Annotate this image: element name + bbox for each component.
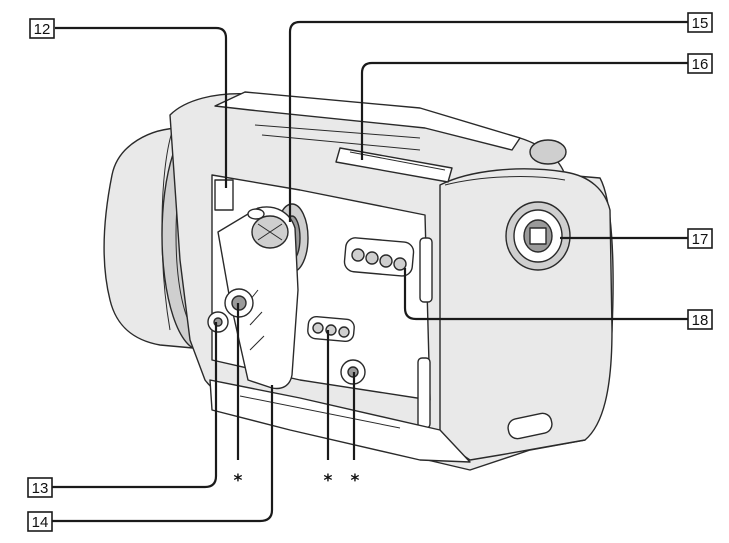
base-plate bbox=[209, 379, 471, 463]
callout-13-label: 13 bbox=[32, 480, 49, 497]
callout-18: 18 bbox=[687, 309, 713, 330]
camcorder-illustration bbox=[103, 91, 614, 471]
callout-15-label: 15 bbox=[692, 15, 709, 32]
callout-16: 16 bbox=[687, 53, 713, 74]
callout-18-label: 18 bbox=[692, 312, 709, 329]
hinge-post-upper bbox=[419, 237, 433, 303]
leader-18 bbox=[403, 268, 688, 321]
asterisk-mark-1: * bbox=[234, 471, 243, 491]
asterisk-mark-2: * bbox=[324, 471, 333, 491]
hand-grip bbox=[217, 206, 299, 390]
callout-16-label: 16 bbox=[692, 56, 709, 73]
callout-12-label: 12 bbox=[34, 21, 51, 38]
callout-14-label: 14 bbox=[32, 514, 49, 531]
callout-17-label: 17 bbox=[692, 231, 709, 248]
top-plate bbox=[214, 91, 521, 151]
callout-12: 12 bbox=[29, 18, 55, 39]
asterisk-mark-3: * bbox=[351, 471, 360, 491]
card-slot bbox=[214, 179, 234, 211]
viewfinder-screen bbox=[529, 227, 547, 245]
leader-lines bbox=[52, 20, 688, 523]
leader-16 bbox=[360, 61, 688, 160]
leader-14 bbox=[52, 385, 274, 523]
callout-15: 15 bbox=[687, 12, 713, 33]
accessory-slot bbox=[335, 147, 453, 183]
callout-17: 17 bbox=[687, 228, 713, 249]
leader-12 bbox=[55, 26, 228, 188]
callout-14: 14 bbox=[27, 511, 53, 532]
rear-knob bbox=[529, 139, 567, 165]
callout-13: 13 bbox=[27, 477, 53, 498]
leader-13 bbox=[52, 322, 218, 489]
rear-vent bbox=[507, 412, 553, 440]
hinge-post-lower bbox=[417, 357, 431, 429]
leader-15 bbox=[288, 20, 688, 222]
